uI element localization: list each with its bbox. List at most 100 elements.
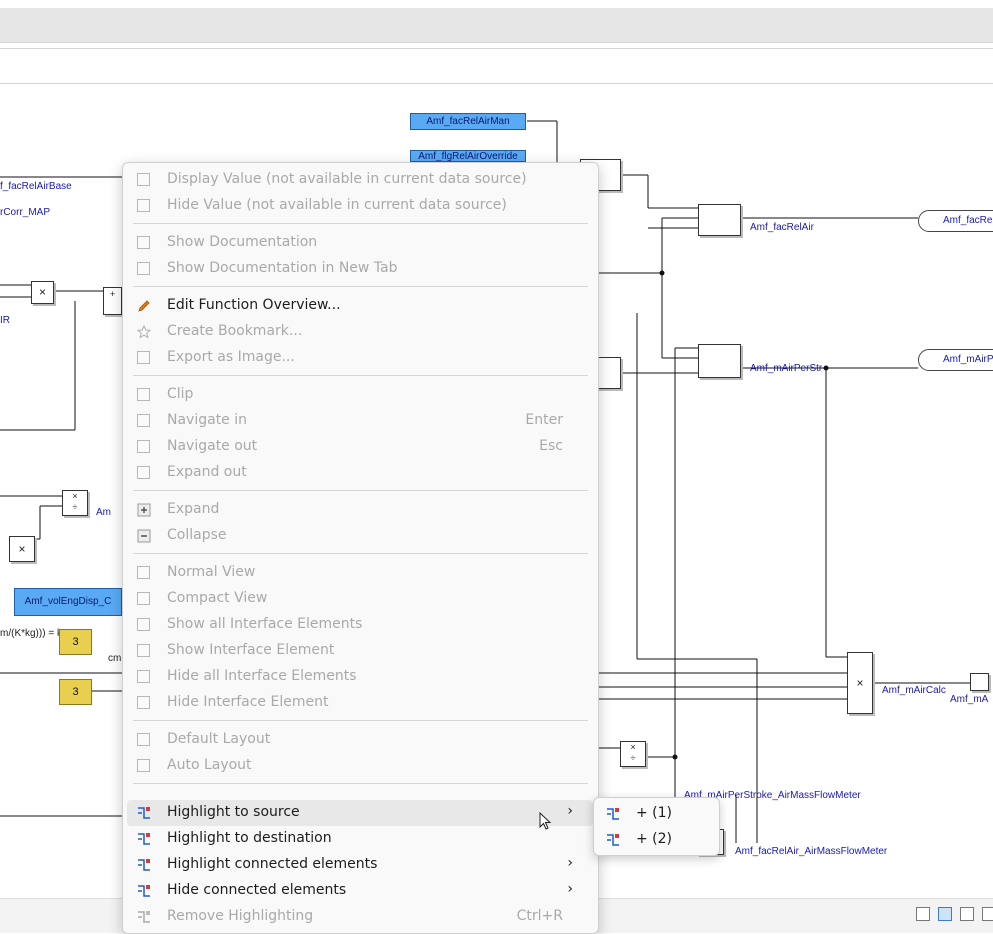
shortcut-label: Ctrl+R [517, 908, 563, 924]
menu-item-clip[interactable]: Clip [127, 382, 593, 408]
highlight-icon [137, 884, 151, 898]
layout-icon [137, 733, 150, 746]
menu-item-export-as-image[interactable]: Export as Image... [127, 345, 593, 371]
list-hide-icon [137, 696, 150, 709]
divide-block[interactable]: × ÷ [62, 490, 88, 516]
highlight-icon [137, 832, 151, 846]
menu-item-highlight-connected-elements[interactable]: Highlight connected elements › [127, 852, 593, 878]
clip-icon [137, 388, 150, 401]
unit-label: cm [108, 653, 121, 664]
product-block[interactable]: × [847, 652, 873, 714]
signal-label: Amf_mAirPerStr [750, 363, 822, 374]
menu-item-navigate-in[interactable]: Navigate in Enter [127, 408, 593, 434]
constant-block[interactable]: 3 [59, 679, 92, 705]
menu-item-remove-highlighting[interactable]: Remove Highlighting Ctrl+R [127, 904, 593, 930]
formula-label: m/(K*kg))) = k [0, 628, 62, 639]
constant-block[interactable]: 3 [59, 629, 92, 655]
sum-block[interactable]: + [103, 287, 122, 315]
submenu-item-source-2[interactable]: + (2) [598, 827, 714, 853]
settings-icon[interactable] [982, 907, 993, 921]
menu-item-highlight-to-source[interactable]: Highlight to source › [127, 800, 593, 826]
layout-icon [137, 759, 150, 772]
document-icon [137, 262, 150, 275]
divide-bottom: ÷ [621, 753, 645, 764]
signal-label: f_facRelAirBase [0, 181, 72, 192]
signal-label: Am [96, 507, 111, 518]
divide-bottom: ÷ [63, 502, 87, 513]
product-block[interactable]: × [9, 536, 35, 562]
signal-label: Amf_mA [950, 694, 988, 705]
bus-block[interactable] [970, 673, 989, 691]
highlight-icon [606, 807, 620, 821]
highlight-icon [137, 806, 151, 820]
minus-box-icon [137, 529, 151, 543]
divide-top: × [621, 742, 645, 753]
inport-block[interactable]: Amf_facRelAirMan [410, 113, 526, 130]
menu-item-hide-all-interface-elements[interactable]: Hide all Interface Elements [127, 664, 593, 690]
product-block[interactable]: × [31, 281, 54, 304]
pencil-icon [137, 299, 151, 313]
list-hide-icon [137, 670, 150, 683]
menu-item-default-layout[interactable]: Default Layout [127, 727, 593, 753]
expand-out-icon [137, 466, 150, 479]
menu-item-compact-view[interactable]: Compact View [127, 586, 593, 612]
image-icon [137, 351, 150, 364]
navigate-out-icon [137, 440, 150, 453]
normal-view-icon [137, 566, 150, 579]
highlight-source-submenu: + (1) + (2) [593, 797, 720, 856]
menu-item-expand-out[interactable]: Expand out [127, 460, 593, 486]
menu-item-normal-view[interactable]: Normal View [127, 560, 593, 586]
submenu-item-source-1[interactable]: + (1) [598, 801, 714, 827]
menu-item-show-all-interface-elements[interactable]: Show all Interface Elements [127, 612, 593, 638]
menu-item-create-bookmark[interactable]: Create Bookmark... [127, 319, 593, 345]
menu-item-hide-connected-elements[interactable]: Hide connected elements › [127, 878, 593, 904]
divide-block[interactable]: × ÷ [620, 741, 646, 767]
menu-item-auto-layout[interactable]: Auto Layout [127, 753, 593, 779]
submenu-arrow-icon: › [567, 803, 573, 819]
document-icon [137, 236, 150, 249]
divide-top: × [63, 491, 87, 502]
menu-item-collapse[interactable]: Collapse [127, 523, 593, 549]
menu-separator [133, 720, 588, 721]
mouse-cursor-icon [539, 812, 553, 832]
outport-block[interactable]: Amf_facRe [918, 210, 993, 232]
list-view-icon[interactable] [916, 907, 930, 921]
menu-item-hide-value[interactable]: Hide Value (not available in current dat… [127, 193, 593, 219]
star-icon [137, 325, 151, 339]
menu-separator [133, 490, 588, 491]
breadcrumb-bar [0, 48, 993, 84]
submenu-arrow-icon: › [567, 855, 573, 871]
menu-item-show-interface-element[interactable]: Show Interface Element [127, 638, 593, 664]
signal-label: Amf_mAirCalc [882, 685, 946, 696]
highlight-icon [137, 910, 151, 924]
split-view-icon[interactable] [938, 907, 952, 921]
inport-block[interactable]: Amf_volEngDisp_C [14, 588, 122, 616]
toolbar [0, 8, 993, 43]
menu-separator [133, 553, 588, 554]
window-top-edge [0, 0, 993, 8]
menu-item-display-value[interactable]: Display Value (not available in current … [127, 167, 593, 193]
menu-separator [133, 286, 588, 287]
hide-value-icon [137, 199, 150, 212]
multiport-switch-block[interactable] [698, 204, 741, 236]
signal-label: Amf_facRelAir [750, 222, 814, 233]
signal-label: rCorr_MAP [0, 207, 50, 218]
menu-item-highlight-to-destination[interactable]: Highlight to destination [127, 826, 593, 852]
outport-block[interactable]: Amf_mAirP [918, 349, 993, 371]
menu-item-hide-interface-element[interactable]: Hide Interface Element [127, 690, 593, 716]
menu-item-show-documentation[interactable]: Show Documentation [127, 230, 593, 256]
menu-item-expand[interactable]: Expand [127, 497, 593, 523]
user-icon[interactable] [960, 907, 974, 921]
list-icon [137, 644, 150, 657]
menu-item-navigate-out[interactable]: Navigate out Esc [127, 434, 593, 460]
multiport-switch-block[interactable] [698, 344, 741, 378]
list-icon [137, 618, 150, 631]
menu-separator [133, 783, 588, 784]
inport-block[interactable]: Amf_flgRelAirOverride [410, 150, 526, 162]
display-value-icon [137, 173, 150, 186]
menu-item-show-documentation-new-tab[interactable]: Show Documentation in New Tab [127, 256, 593, 282]
menu-separator [133, 375, 588, 376]
switch-block[interactable] [597, 357, 621, 389]
compact-view-icon [137, 592, 150, 605]
menu-item-edit-function-overview[interactable]: Edit Function Overview... [127, 293, 593, 319]
